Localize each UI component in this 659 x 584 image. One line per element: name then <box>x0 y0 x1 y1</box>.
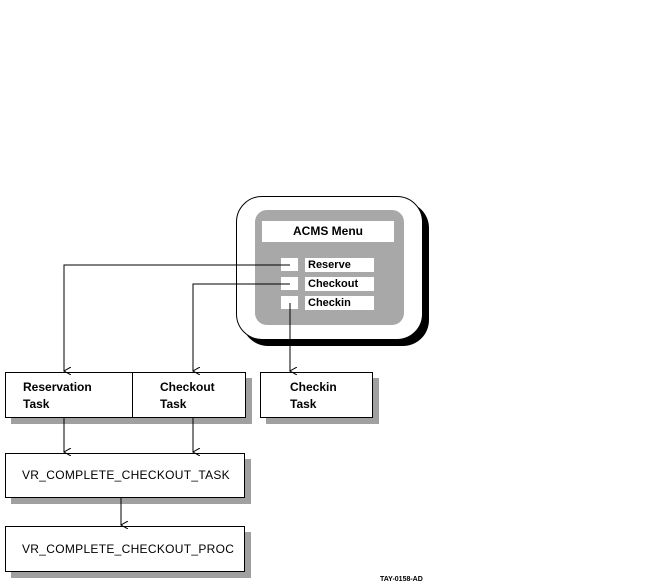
checkin-task-sublabel: Task <box>290 397 317 411</box>
reservation-task-sublabel: Task <box>23 397 50 411</box>
complete-checkout-task-label: VR_COMPLETE_CHECKOUT_TASK <box>22 468 230 482</box>
checkin-task-box: Checkin Task <box>260 372 373 418</box>
reservation-task-label: Reservation <box>23 380 92 394</box>
arrow-reserve-to-reservation-task <box>64 264 290 371</box>
checkout-task-box: Checkout Task <box>132 372 246 418</box>
checkin-task-label: Checkin <box>290 380 337 394</box>
checkout-task-sublabel: Task <box>160 397 187 411</box>
arrow-checkout-to-checkout-task <box>193 283 290 371</box>
checkout-task-label: Checkout <box>160 380 215 394</box>
menu-option-checkout[interactable]: Checkout <box>305 277 374 291</box>
menu-title: ACMS Menu <box>262 221 394 242</box>
figure-credit: TAY-0158-AD <box>380 576 423 583</box>
selection-box-checkin[interactable] <box>281 296 298 309</box>
menu-option-reserve[interactable]: Reserve <box>305 258 374 272</box>
complete-checkout-task-box: VR_COMPLETE_CHECKOUT_TASK <box>5 453 245 498</box>
complete-checkout-proc-label: VR_COMPLETE_CHECKOUT_PROC <box>22 542 235 556</box>
reservation-task-box: Reservation Task <box>5 372 145 418</box>
menu-option-checkin[interactable]: Checkin <box>305 296 374 310</box>
complete-checkout-proc-box: VR_COMPLETE_CHECKOUT_PROC <box>5 526 245 572</box>
